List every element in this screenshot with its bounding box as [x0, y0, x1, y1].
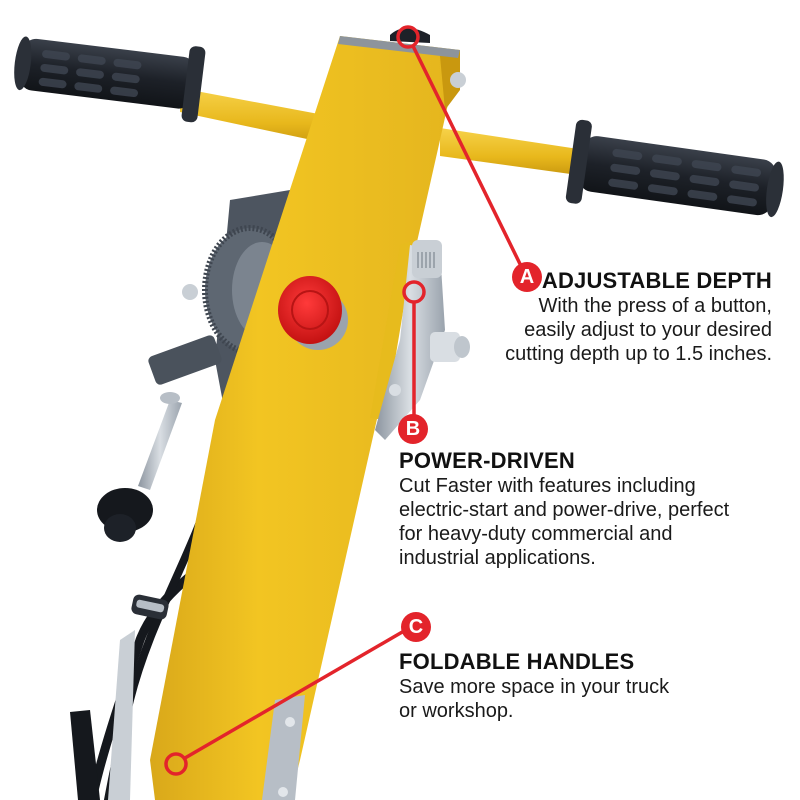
callout-a-leader — [396, 25, 524, 269]
feature-foldable-handles: FOLDABLE HANDLES Save more space in your… — [399, 649, 729, 723]
callout-badge-c: C — [401, 612, 431, 642]
feature-adjustable-depth: ADJUSTABLE DEPTH With the press of a but… — [432, 268, 772, 366]
adjust-knob — [97, 392, 182, 542]
fold-bracket — [108, 630, 305, 800]
depth-push-button — [278, 276, 348, 350]
feature-description-line: or workshop. — [399, 700, 514, 722]
drive-lever — [370, 240, 470, 440]
feature-description-line: cutting depth up to 1.5 inches. — [505, 343, 772, 365]
foot-bracket — [70, 710, 100, 800]
right-grip — [565, 119, 784, 218]
feature-description-line: industrial applications. — [399, 547, 596, 569]
callout-b-leader — [402, 280, 426, 416]
feature-title: ADJUSTABLE DEPTH — [541, 268, 772, 293]
feature-power-driven: POWER-DRIVEN Cut Faster with features in… — [399, 448, 789, 570]
feature-title: FOLDABLE HANDLES — [399, 649, 635, 674]
feature-description-line: With the press of a button, — [538, 295, 772, 317]
crossbar — [180, 88, 585, 176]
feature-description-line: easily adjust to your desired — [524, 319, 772, 341]
callout-c-leader — [164, 629, 405, 776]
feature-title: POWER-DRIVEN — [399, 448, 575, 473]
feature-description-line: Cut Faster with features including — [399, 475, 696, 497]
callout-badge-b: B — [398, 414, 428, 444]
left-grip — [14, 36, 206, 123]
callout-badge-a: A — [512, 262, 542, 292]
feature-description-line: electric-start and power-drive, perfect — [399, 499, 730, 521]
feature-description-line: Save more space in your truck — [399, 676, 670, 698]
cable-clamp — [131, 594, 169, 620]
feature-description-line: for heavy-duty commercial and — [399, 523, 673, 545]
